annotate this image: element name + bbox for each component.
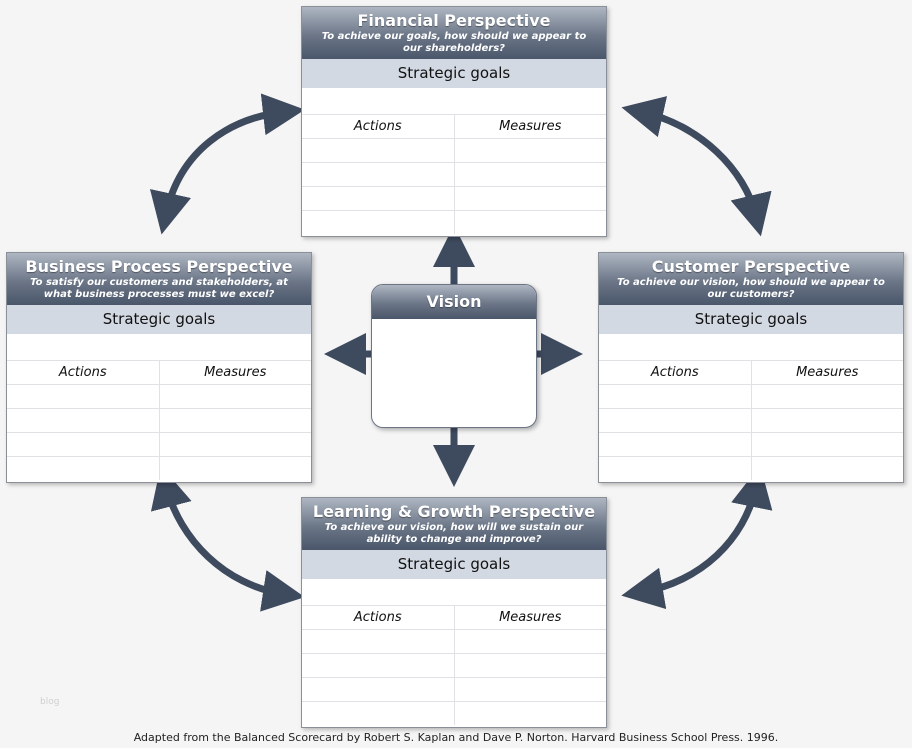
business-process-perspective-panel: Business Process Perspective To satisfy …: [6, 252, 312, 483]
learning-growth-perspective-panel: Learning & Growth Perspective To achieve…: [301, 497, 607, 728]
actions-header: Actions: [302, 606, 455, 629]
column-headers: Actions Measures: [302, 115, 606, 139]
table-row: [302, 678, 606, 702]
table-row: [302, 702, 606, 725]
vision-box: Vision: [371, 284, 537, 428]
table-row: [599, 457, 903, 480]
panel-question: To achieve our goals, how should we appe…: [321, 31, 587, 54]
curved-arrow-bottom-right: [621, 465, 773, 610]
strategic-goals-label: Strategic goals: [7, 305, 311, 334]
table-row: [302, 163, 606, 187]
table-row: [7, 433, 311, 457]
table-row: [7, 409, 311, 433]
strategic-goals-label: Strategic goals: [599, 305, 903, 334]
panel-title: Business Process Perspective: [25, 257, 293, 276]
column-headers: Actions Measures: [599, 361, 903, 385]
panel-header: Business Process Perspective To satisfy …: [7, 253, 311, 305]
actions-header: Actions: [7, 361, 160, 384]
table-row: [599, 433, 903, 457]
curved-arrow-top-left: [149, 93, 305, 235]
table-row: [302, 211, 606, 234]
measures-header: Measures: [499, 610, 562, 625]
citation-footer: Adapted from the Balanced Scorecard by R…: [133, 731, 779, 744]
panel-header: Learning & Growth Perspective To achieve…: [302, 498, 606, 550]
panel-header: Customer Perspective To achieve our visi…: [599, 253, 903, 305]
watermark: blog: [40, 697, 60, 707]
panel-header: Financial Perspective To achieve our goa…: [302, 7, 606, 59]
table-row: [302, 630, 606, 654]
measures-header: Measures: [796, 365, 859, 380]
panel-question: To satisfy our customers and stakeholder…: [30, 277, 288, 300]
strategic-goals-label: Strategic goals: [302, 550, 606, 579]
panel-question: To achieve our vision, how will we susta…: [324, 522, 584, 545]
table-row: [302, 654, 606, 678]
strategic-goals-area: [302, 88, 606, 115]
panel-title: Learning & Growth Perspective: [312, 502, 596, 521]
measures-header: Measures: [204, 365, 267, 380]
table-row: [7, 457, 311, 480]
curved-arrow-top-right: [621, 96, 772, 237]
strategic-goals-area: [7, 334, 311, 361]
curved-arrow-bottom-left: [150, 465, 305, 612]
strategic-goals-label: Strategic goals: [302, 59, 606, 88]
table-row: [302, 187, 606, 211]
actions-header: Actions: [302, 115, 455, 138]
measures-header: Measures: [499, 119, 562, 134]
table-row: [302, 139, 606, 163]
table-row: [599, 409, 903, 433]
vision-title: Vision: [372, 285, 536, 319]
panel-title: Financial Perspective: [357, 11, 551, 30]
table-row: [7, 385, 311, 409]
financial-perspective-panel: Financial Perspective To achieve our goa…: [301, 6, 607, 237]
panel-question: To achieve our vision, how should we app…: [617, 277, 885, 300]
column-headers: Actions Measures: [7, 361, 311, 385]
actions-header: Actions: [599, 361, 752, 384]
strategic-goals-area: [599, 334, 903, 361]
customer-perspective-panel: Customer Perspective To achieve our visi…: [598, 252, 904, 483]
table-row: [599, 385, 903, 409]
strategic-goals-area: [302, 579, 606, 606]
column-headers: Actions Measures: [302, 606, 606, 630]
panel-title: Customer Perspective: [651, 257, 851, 276]
